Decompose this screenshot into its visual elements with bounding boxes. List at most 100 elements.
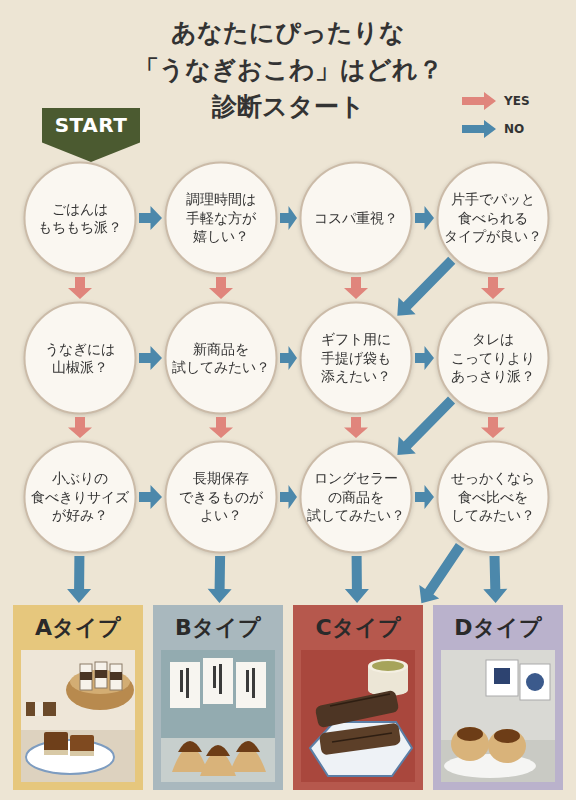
question-text: 調理時間は 手軽な方が 嬉しい？	[170, 190, 272, 245]
question-circle: 調理時間は 手軽な方が 嬉しい？	[164, 161, 278, 275]
no-arrow	[280, 346, 297, 370]
legend-swatch	[462, 92, 496, 110]
photo-a-part	[21, 650, 135, 782]
circle-shape	[301, 163, 412, 274]
no-arrow	[419, 543, 464, 603]
question-text: 長期保存 できるものが よい？	[170, 469, 272, 524]
no-arrow	[415, 206, 434, 230]
photo-d-part	[526, 673, 544, 691]
text-wrap: うなぎには 山椒派？	[23, 301, 137, 415]
question-circle: ギフト用に 手提げ袋も 添えたい？	[299, 301, 413, 415]
legend-swatch	[462, 120, 496, 138]
yes-arrow	[68, 277, 92, 299]
circle-outline	[23, 301, 137, 415]
photo-b	[161, 650, 275, 782]
photo-b-part	[203, 658, 233, 704]
photo-d-part	[520, 664, 550, 700]
text-wrap: Aタイプ	[13, 605, 143, 651]
no-arrow	[397, 257, 455, 316]
photo-b-part	[246, 670, 249, 692]
photo-d-part	[441, 740, 555, 782]
photo-c-part	[368, 684, 408, 696]
question-circle: 長期保存 できるものが よい？	[164, 440, 278, 554]
start-marker: START	[42, 108, 140, 162]
result-box: Aタイプ	[13, 605, 143, 790]
result-label: Cタイプ	[315, 613, 400, 643]
no-arrow	[483, 556, 507, 603]
yes-arrow	[68, 417, 92, 438]
photo-a-part	[80, 664, 92, 690]
question-circle: 小ぶりの 食べきりサイズ が好み？	[23, 440, 137, 554]
circle-shape	[166, 303, 277, 414]
photo-c-part	[319, 723, 401, 756]
photo-c-part	[368, 666, 408, 690]
yes-arrow	[344, 277, 368, 299]
no-arrow	[139, 346, 162, 370]
circle-outline	[164, 301, 278, 415]
photo-d-part	[451, 727, 489, 761]
photo-b-part	[219, 664, 222, 694]
result-label: Aタイプ	[35, 613, 121, 643]
text-wrap: 調理時間は 手軽な方が 嬉しい？	[164, 161, 278, 275]
legend-text: YES	[504, 94, 530, 108]
photo-b-part	[180, 670, 183, 692]
question-text: コスパ重視？	[305, 209, 407, 227]
photo-d-part	[486, 660, 518, 696]
yes-arrow	[209, 277, 233, 299]
legend-arrow	[462, 118, 498, 140]
question-circle: せっかくなら 食べ比べを してみたい？	[436, 440, 550, 554]
text-wrap: ロングセラー の商品を 試してみたい？	[299, 440, 413, 554]
photo-a-part	[66, 670, 134, 710]
question-text: タレは こってりより あっさり派？	[442, 330, 544, 385]
start-text: START	[55, 113, 128, 137]
photo-c	[301, 650, 415, 782]
text-wrap: ギフト用に 手提げ袋も 添えたい？	[299, 301, 413, 415]
photo-b-part	[200, 751, 236, 776]
circle-shape	[25, 303, 136, 414]
question-text: 小ぶりの 食べきりサイズ が好み？	[29, 469, 131, 524]
photo-c-part	[372, 661, 404, 671]
no-arrow	[397, 397, 455, 456]
text-wrap: Bタイプ	[153, 605, 283, 651]
photo-c-part	[368, 659, 408, 673]
result-box: Cタイプ	[293, 605, 423, 790]
yes-arrow	[481, 277, 505, 299]
photo-d-part	[494, 668, 510, 684]
photo-a-part	[110, 672, 122, 680]
photo-d-part	[441, 650, 555, 782]
circle-shape	[301, 303, 412, 414]
photo-b-part	[161, 738, 275, 782]
question-text: ギフト用に 手提げ袋も 添えたい？	[305, 330, 407, 385]
legend-text: NO	[504, 122, 524, 136]
photo-d	[441, 650, 555, 782]
photo-d-part	[457, 727, 483, 741]
question-circle: うなぎには 山椒派？	[23, 301, 137, 415]
question-circle: ごはんは もちもち派？	[23, 161, 137, 275]
circle-shape	[166, 442, 277, 553]
legend-item: NO	[462, 118, 524, 140]
text-wrap: 新商品を 試してみたい？	[164, 301, 278, 415]
circle-shape	[438, 303, 549, 414]
photo-c-part	[310, 722, 412, 776]
photo-a-part	[44, 750, 68, 755]
question-text: せっかくなら 食べ比べを してみたい？	[442, 469, 544, 524]
no-arrow	[415, 485, 434, 509]
photo-c-part	[301, 650, 415, 782]
photo-a-part	[44, 732, 68, 754]
question-text: ごはんは もちもち派？	[29, 200, 131, 237]
question-circle: ロングセラー の商品を 試してみたい？	[299, 440, 413, 554]
question-circle: 新商品を 試してみたい？	[164, 301, 278, 415]
text-wrap: タレは こってりより あっさり派？	[436, 301, 550, 415]
photo-a-part	[26, 702, 56, 716]
chart-title: あなたにぴったりな 「うなぎおこわ」はどれ？ 診断スタート	[118, 14, 458, 125]
no-arrow	[208, 556, 232, 603]
photo-a-part	[80, 672, 92, 680]
photo-b-part	[178, 741, 202, 752]
photo-a-part	[70, 670, 130, 694]
photo-d-part	[494, 729, 520, 743]
photo-b-part	[236, 662, 266, 708]
no-arrow	[139, 485, 162, 509]
text-wrap: START	[42, 108, 140, 143]
photo-a-part	[110, 664, 122, 690]
circle-shape	[25, 442, 136, 553]
